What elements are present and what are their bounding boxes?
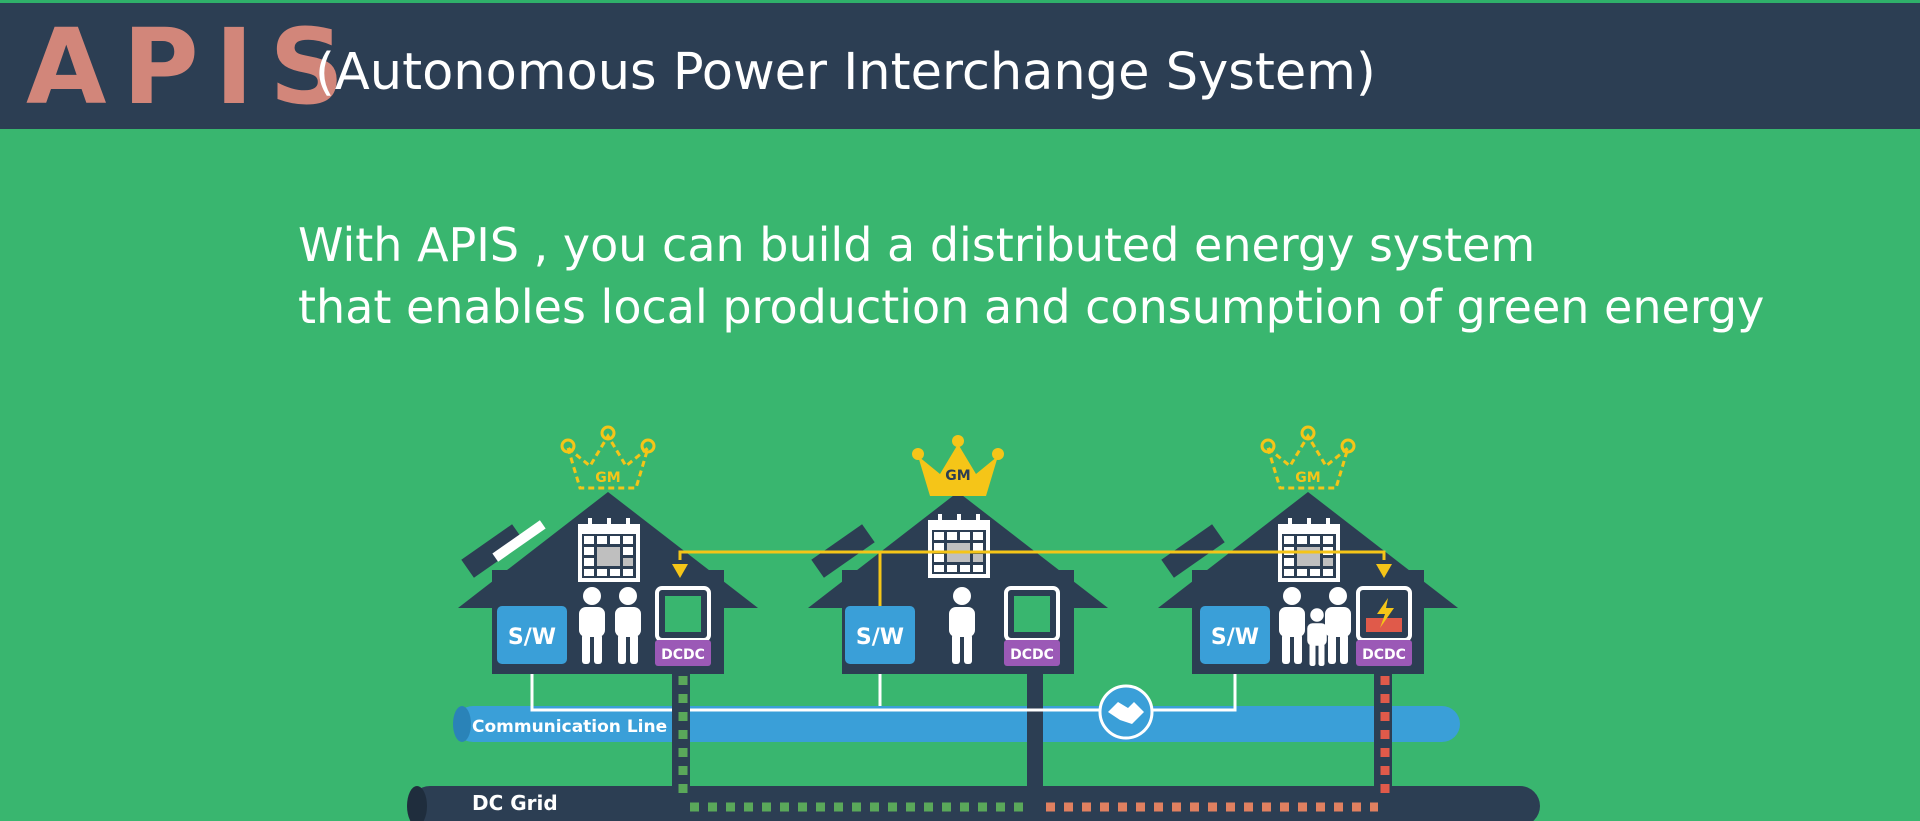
switch-label: S/W bbox=[856, 625, 904, 650]
schedule-calendar-icon bbox=[578, 518, 640, 582]
switch-label: S/W bbox=[508, 625, 556, 650]
converter-box bbox=[1004, 640, 1060, 666]
lightning-icon bbox=[1377, 598, 1394, 628]
converter-label: DCDC bbox=[1362, 647, 1406, 663]
brand-subtitle: (Autonomous Power Interchange System) bbox=[315, 43, 1376, 102]
tagline-line-1: With APIS , you can build a distributed … bbox=[298, 218, 1536, 272]
switch-box bbox=[497, 606, 567, 664]
solar-panel-icon bbox=[492, 520, 546, 562]
crown-icon bbox=[912, 435, 1004, 496]
signal-arrow-icon bbox=[672, 564, 688, 578]
crown-label: GM bbox=[595, 470, 620, 486]
handshake-icon bbox=[1098, 684, 1154, 740]
dc-grid: DC Grid bbox=[407, 786, 1540, 821]
signal-arrow-icon bbox=[1376, 564, 1392, 578]
schedule-calendar-icon bbox=[1278, 518, 1340, 582]
house-1: GM S/W DCDC bbox=[458, 425, 758, 674]
converter-box bbox=[1356, 640, 1412, 666]
tagline-line-2: that enables local production and consum… bbox=[298, 280, 1765, 334]
communication-line: Communication Line bbox=[453, 706, 1460, 742]
top-accent-line bbox=[0, 0, 1920, 3]
house-3: GM S/W DCDC bbox=[1158, 425, 1458, 674]
communication-line-label: Communication Line bbox=[472, 717, 667, 737]
control-signal-lines bbox=[678, 550, 1386, 606]
middle-house-grid-pole bbox=[1027, 672, 1043, 790]
switch-box bbox=[845, 606, 915, 664]
crown-label: GM bbox=[945, 468, 970, 484]
converter-box bbox=[655, 640, 711, 666]
brand-title: APIS bbox=[26, 6, 361, 128]
house-2: GM S/W DCDC bbox=[808, 435, 1108, 674]
schedule-calendar-icon bbox=[928, 514, 990, 578]
dc-grid-label: DC Grid bbox=[472, 791, 558, 815]
switch-label: S/W bbox=[1211, 625, 1259, 650]
converter-label: DCDC bbox=[1010, 647, 1054, 663]
converter-label: DCDC bbox=[661, 647, 705, 663]
crown-label: GM bbox=[1295, 470, 1320, 486]
switch-box bbox=[1200, 606, 1270, 664]
tagline: With APIS , you can build a distributed … bbox=[298, 214, 1764, 338]
title-bar: APIS (Autonomous Power Interchange Syste… bbox=[0, 3, 1920, 129]
power-flow-path bbox=[672, 672, 1392, 812]
